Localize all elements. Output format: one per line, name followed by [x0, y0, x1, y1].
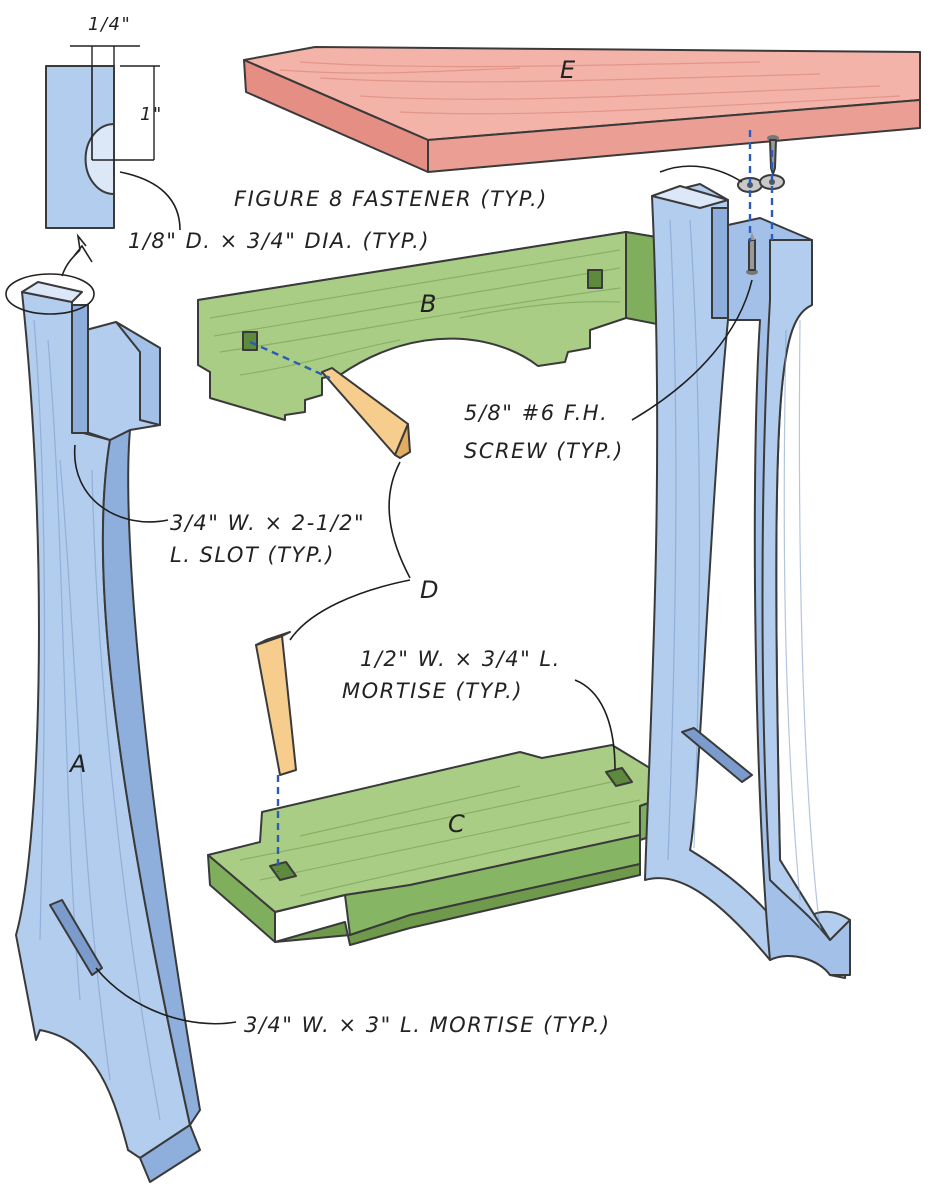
leg-right-top-cap: [651, 185, 729, 209]
upper-stretcher-mortise-left: [242, 331, 258, 351]
leader-screw: [631, 279, 753, 421]
wedge-upper-end: [394, 423, 411, 459]
lower-stretcher-c: C: [207, 744, 687, 946]
leg-left-edge: [101, 429, 201, 1126]
wedge-upper-alignment: [249, 340, 331, 380]
leader-d-lower: [289, 579, 411, 641]
lower-stretcher-mortise-right: [605, 767, 633, 787]
upper-stretcher-face: [197, 231, 627, 421]
leg-right-tower-face: [761, 239, 831, 941]
leader-d-upper: [388, 461, 411, 579]
leg-a-right: [644, 183, 851, 979]
leg-left-mortise: [49, 899, 103, 976]
detail-height-label: 1": [140, 104, 163, 125]
wedge-upper: [249, 340, 411, 459]
leg-right-mortise: [681, 727, 753, 783]
leg-left-foot: [139, 1124, 201, 1183]
leg-left-grain: [33, 319, 161, 1121]
leg-a-left: A: [15, 281, 201, 1183]
callout-mortise-large: 3/4" W. × 3" L. MORTISE (TYP.): [244, 1013, 611, 1037]
lower-stretcher-label: C: [448, 810, 466, 838]
fastener-hole-right: [769, 179, 775, 185]
lower-stretcher-front-lower: [274, 863, 641, 946]
callout-wedge-label: D: [420, 576, 440, 604]
leg-right-grain: [667, 219, 821, 931]
leader-fastener: [659, 165, 743, 183]
callout-slot-line1: 3/4" W. × 2-1/2": [170, 511, 365, 535]
leg-left-top-cap: [21, 281, 83, 303]
zoom-arrow: [61, 233, 93, 277]
leader-hole-spec: [119, 171, 181, 231]
callout-screw-line2: SCREW (TYP.): [464, 439, 624, 463]
lower-stretcher-grain: [239, 779, 641, 897]
detail-inset: 1/4" 1": [45, 14, 163, 229]
top-panel-e: E: [243, 46, 921, 173]
leg-left-tower-side: [115, 321, 161, 426]
detail-width-label: 1/4": [88, 14, 131, 35]
figure-8-fastener: [737, 174, 785, 193]
upper-stretcher-mortise-right: [587, 269, 603, 289]
top-grain-lines: [279, 61, 901, 115]
upper-stretcher-b: B: [197, 231, 663, 421]
leg-right-slot: [711, 207, 729, 319]
screw-bottom-shank: [748, 239, 756, 271]
wedge-lower-side: [255, 631, 291, 646]
wedge-lower-body: [255, 635, 297, 776]
callout-fastener: FIGURE 8 FASTENER (TYP.): [234, 187, 548, 211]
top-panel-side-edge: [427, 99, 921, 173]
leader-mortise-small: [574, 679, 616, 771]
callout-mortise-small-line1: 1/2" W. × 3/4" L.: [360, 647, 561, 671]
callout-mortise-small-line2: MORTISE (TYP.): [342, 679, 523, 703]
leg-left-label: A: [68, 750, 88, 778]
leader-slot: [73, 444, 169, 523]
zoom-circle: [5, 273, 95, 315]
wedge-lower: [255, 631, 297, 872]
wedge-upper-body: [321, 367, 409, 456]
lower-stretcher-mortise-left: [269, 861, 297, 881]
upper-stretcher-label: B: [420, 290, 438, 318]
callout-screw-line1: 5/8" #6 F.H.: [464, 401, 608, 425]
leg-left-slot: [71, 304, 89, 434]
leader-mortise-large: [95, 967, 237, 1025]
callout-slot-line2: L. SLOT (TYP.): [170, 543, 335, 567]
callout-hole-spec: 1/8" D. × 3/4" DIA. (TYP.): [128, 229, 430, 253]
top-panel-label: E: [560, 56, 577, 84]
